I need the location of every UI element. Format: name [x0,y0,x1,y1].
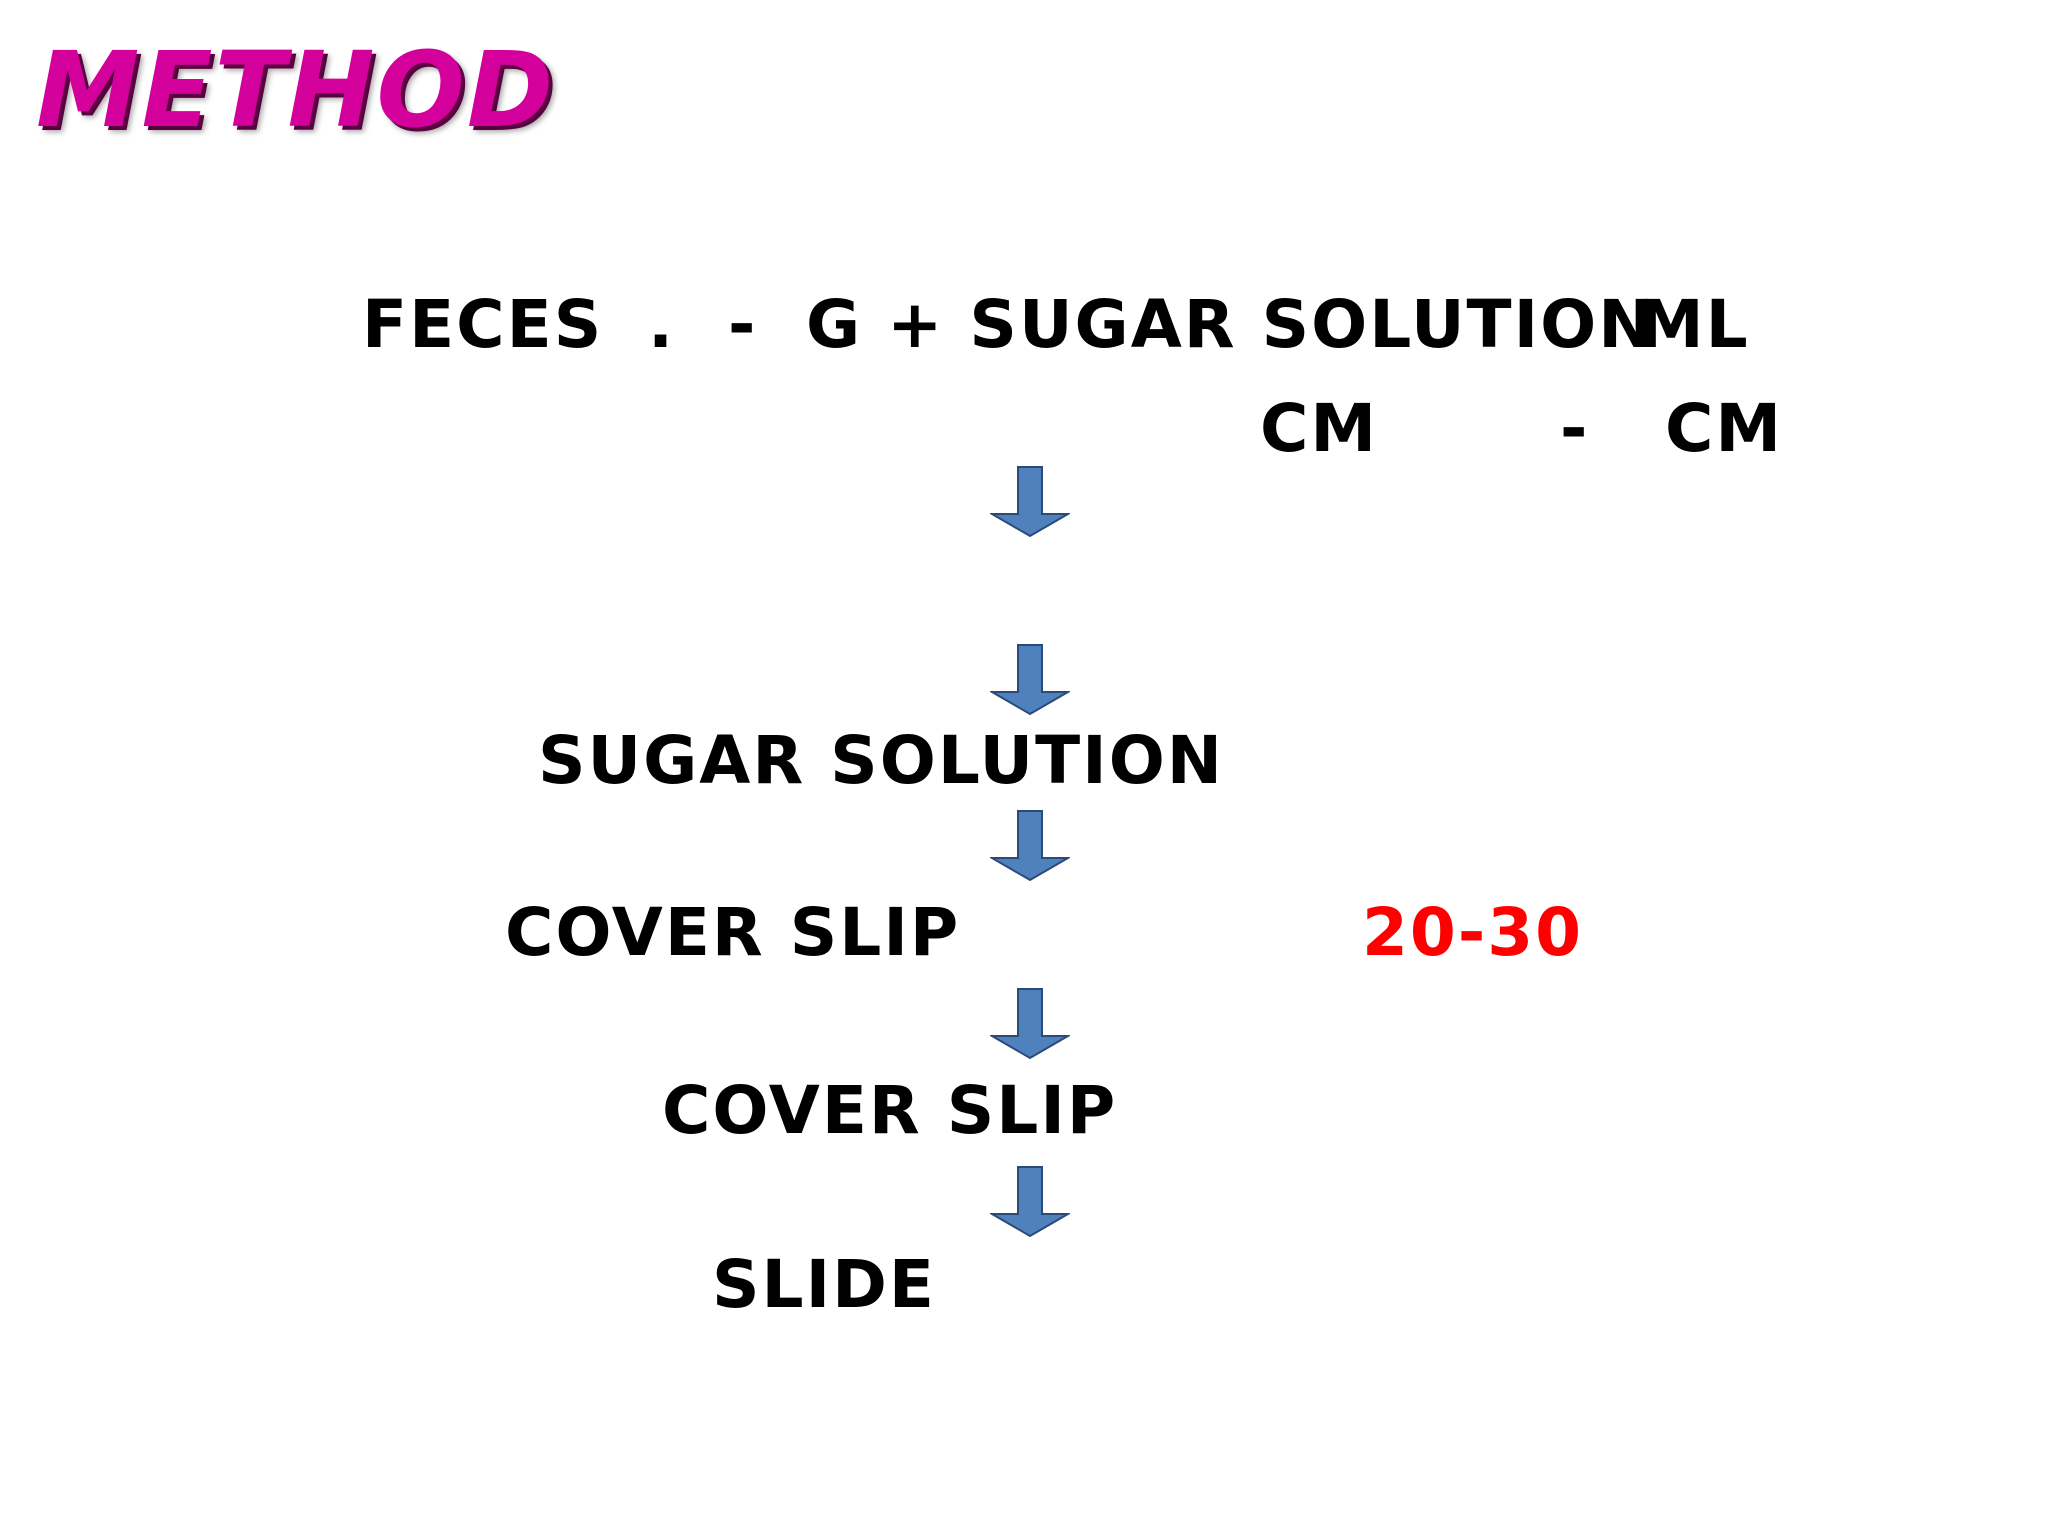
cover-slip-label-2: COVER SLIP [662,1072,1118,1149]
slide-label: SLIDE [712,1246,937,1323]
g-sugar-solution-label: G + SUGAR SOLUTION [806,286,1656,363]
cm-unit-1: CM [1260,390,1379,467]
time-range-value: 20-30 [1362,894,1584,971]
range-dash-2: - [1560,390,1590,467]
down-arrow-icon [990,810,1070,882]
down-arrow-icon [990,644,1070,716]
ml-unit: ML [1638,286,1750,363]
sugar-solution-label: SUGAR SOLUTION [538,722,1225,799]
feces-label: FECES [362,286,604,363]
slide-title: METHOD [36,29,556,151]
down-arrow-icon [990,1166,1070,1238]
down-arrow-icon [990,466,1070,538]
cm-unit-2: CM [1665,390,1784,467]
decimal-point: . [648,286,676,363]
cover-slip-label-1: COVER SLIP [505,894,961,971]
range-dash-1: - [728,286,758,363]
down-arrow-icon [990,988,1070,1060]
